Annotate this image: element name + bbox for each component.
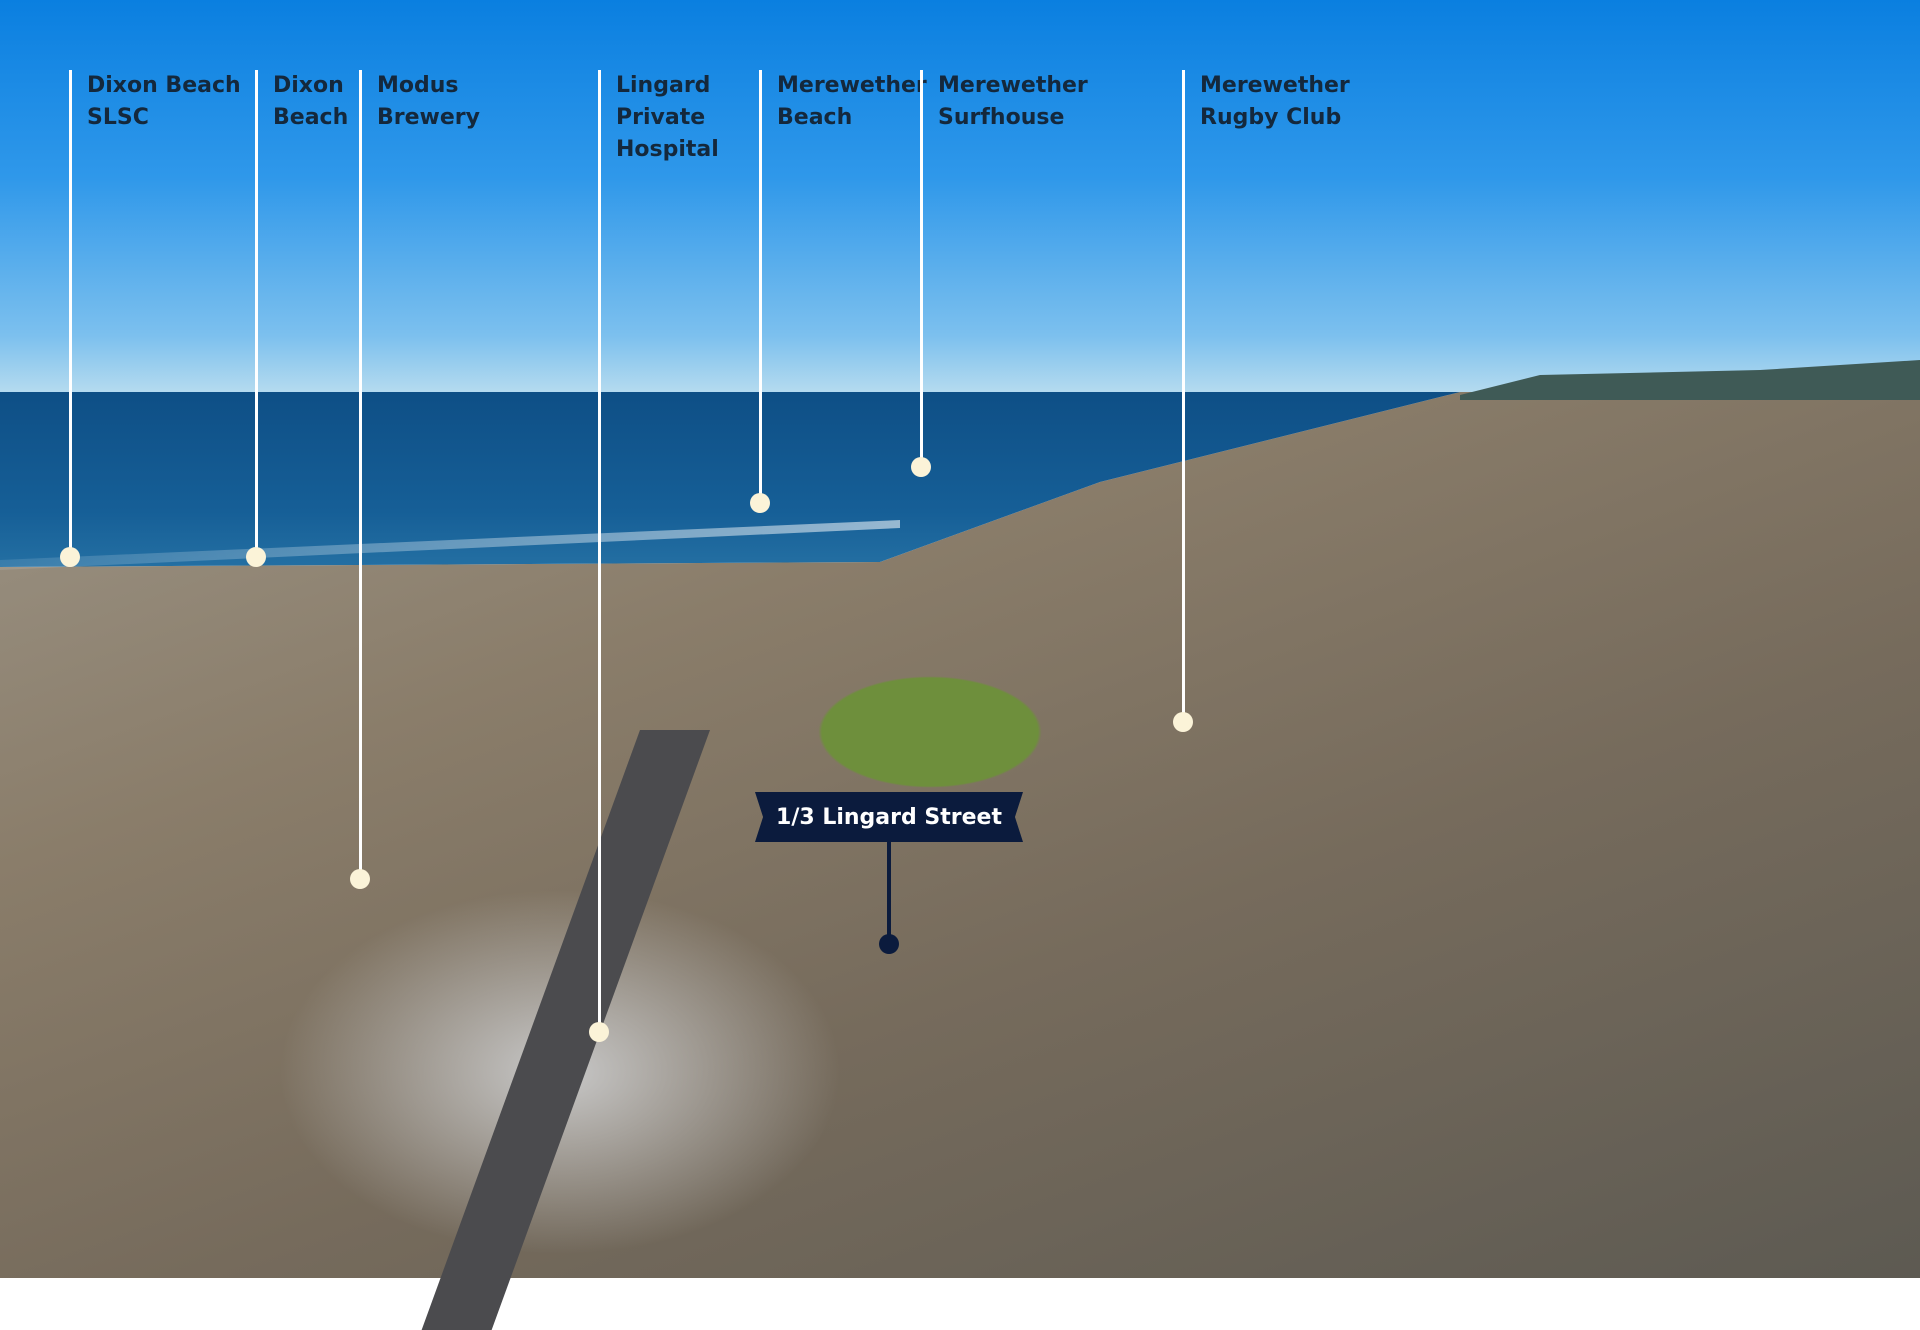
- poi-label: Dixon Beach: [273, 73, 349, 130]
- property-label: 1/3 Lingard Street: [776, 804, 1002, 830]
- sky: [0, 0, 1920, 395]
- poi-label: Merewether Rugby Club: [1200, 73, 1350, 130]
- poi-marker-icon: [60, 547, 80, 567]
- property-banner: 1/3 Lingard Street: [755, 792, 1023, 842]
- poi-marker-icon: [750, 493, 770, 513]
- poi-line: [255, 70, 258, 557]
- poi-line: [759, 70, 762, 503]
- poi-label: Merewether Surfhouse: [938, 73, 1088, 130]
- poi-marker-icon: [911, 457, 931, 477]
- poi-marker-icon: [350, 869, 370, 889]
- poi-marker-icon: [589, 1022, 609, 1042]
- poi-line: [920, 70, 923, 467]
- poi-line: [69, 70, 72, 557]
- property-marker-icon: [879, 934, 899, 954]
- poi-marker-icon: [1173, 712, 1193, 732]
- poi-line: [359, 70, 362, 879]
- poi-label: Modus Brewery: [377, 73, 480, 130]
- poi-label: Merewether Beach: [777, 73, 927, 130]
- poi-line: [1182, 70, 1185, 722]
- poi-label: Lingard Private Hospital: [616, 73, 719, 162]
- poi-line: [598, 70, 601, 1032]
- poi-marker-icon: [246, 547, 266, 567]
- poi-label: Dixon Beach SLSC: [87, 73, 241, 130]
- property-pointer-line: [887, 840, 891, 940]
